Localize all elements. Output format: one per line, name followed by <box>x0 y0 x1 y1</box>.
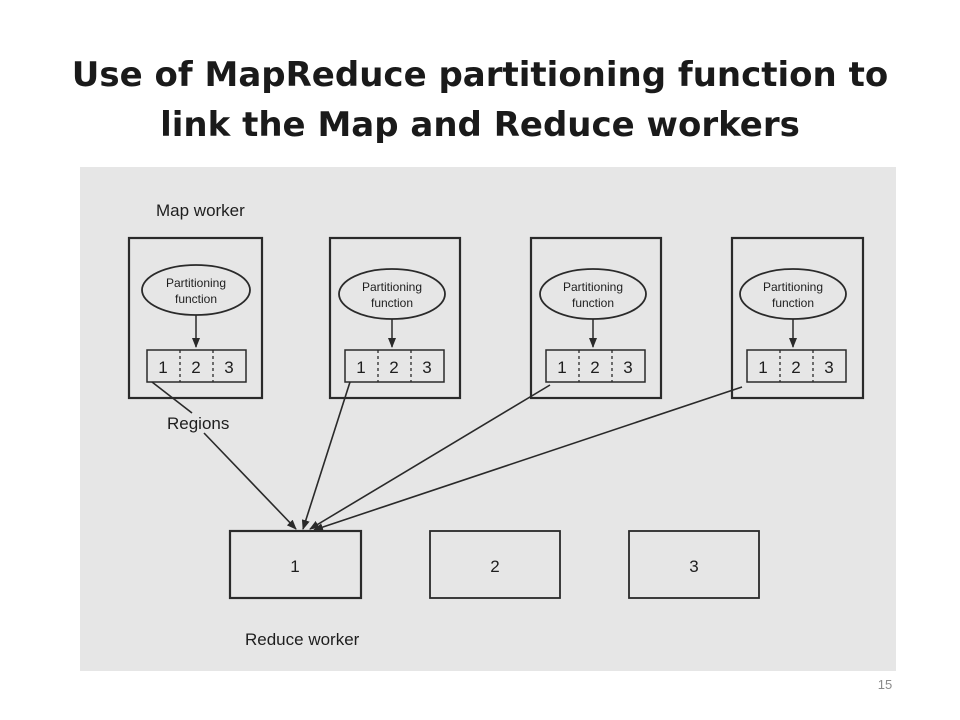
regions-label: Regions <box>167 414 229 433</box>
map-worker-label: Map worker <box>156 201 245 220</box>
region-number: 2 <box>590 358 599 377</box>
region-number: 1 <box>758 358 767 377</box>
region2-to-reduce1-arrow <box>301 381 351 530</box>
partitioning-function-label: function <box>772 296 814 310</box>
partitioning-function-ellipse <box>141 264 251 316</box>
region4-to-reduce1-arrow <box>313 386 743 531</box>
map-worker-box <box>529 236 663 400</box>
region-number: 2 <box>791 358 800 377</box>
partitioning-function-label: Partitioning <box>166 276 226 290</box>
mapreduce-diagram: Map worker Partitioning function 1 2 3 P… <box>80 167 896 671</box>
slide-title-line-1: Use of MapReduce partitioning function t… <box>71 55 889 95</box>
reduce-worker-label: Reduce worker <box>245 630 360 649</box>
partitioning-function-ellipse <box>739 268 847 320</box>
region3-to-reduce1-arrow <box>309 384 551 530</box>
regions-strip <box>344 349 445 383</box>
partitioning-function-label: function <box>572 296 614 310</box>
map-worker-box <box>730 236 865 400</box>
map-worker-4: Partitioning function 1 2 3 <box>730 236 865 400</box>
map-worker-box <box>127 236 264 400</box>
partitioning-function-label: function <box>175 292 217 306</box>
partitioning-function-ellipse <box>539 268 647 320</box>
page-number: 15 <box>877 677 893 692</box>
partitioning-function-ellipse <box>338 268 446 320</box>
region-number: 1 <box>356 358 365 377</box>
reduce-worker-2-box <box>429 530 561 599</box>
region-number: 1 <box>557 358 566 377</box>
region-number: 1 <box>158 358 167 377</box>
region1-to-reduce1-arrow <box>203 432 297 530</box>
region-number: 3 <box>824 358 833 377</box>
slide-title: Use of MapReduce partitioning function t… <box>30 50 930 150</box>
map-worker-3: Partitioning function 1 2 3 <box>529 236 663 400</box>
region-number: 3 <box>224 358 233 377</box>
region-number: 2 <box>191 358 200 377</box>
reduce-worker-2-label: 2 <box>490 557 499 576</box>
region-number: 2 <box>389 358 398 377</box>
region1-to-reduce1-arrow <box>151 381 193 414</box>
map-worker-1: Partitioning function 1 2 3 <box>127 236 264 400</box>
map-worker-box <box>328 236 462 400</box>
regions-strip <box>545 349 646 383</box>
partitioning-function-label: Partitioning <box>563 280 623 294</box>
region-number: 3 <box>623 358 632 377</box>
reduce-worker-1-label: 1 <box>290 557 299 576</box>
partitioning-function-label: function <box>371 296 413 310</box>
partitioning-function-label: Partitioning <box>362 280 422 294</box>
reduce-worker-3-box <box>628 530 760 599</box>
partitioning-function-label: Partitioning <box>763 280 823 294</box>
slide-title-line-2: link the Map and Reduce workers <box>160 105 800 145</box>
region-number: 3 <box>422 358 431 377</box>
reduce-worker-3-label: 3 <box>689 557 698 576</box>
reduce-worker-1-box <box>228 529 363 600</box>
map-worker-2: Partitioning function 1 2 3 <box>328 236 462 400</box>
regions-strip <box>146 349 247 383</box>
regions-strip <box>746 349 847 383</box>
